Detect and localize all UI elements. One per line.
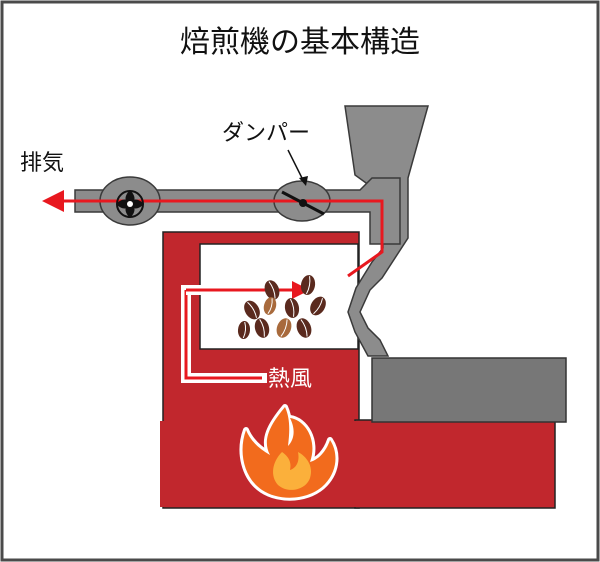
fan-icon <box>116 190 144 218</box>
flame-icon <box>239 404 339 501</box>
coffee-beans-icon <box>237 275 326 339</box>
roaster-base <box>354 419 556 509</box>
damper-pointer <box>287 149 305 183</box>
exhaust-label: 排気 <box>20 151 64 176</box>
cooling-tray <box>371 357 567 423</box>
hot-air-arrow-head <box>292 281 310 299</box>
damper-icon <box>281 190 325 216</box>
exhaust-flow-line <box>60 199 384 278</box>
hot-air-flow-line <box>184 290 262 380</box>
damper-pointer-tip <box>299 176 308 186</box>
hot-air-label: 熱風 <box>268 367 312 392</box>
damper-label: ダンパー <box>222 121 310 146</box>
diagram-title: 焙煎機の基本構造 <box>180 25 420 60</box>
exhaust-arrow-head <box>42 190 64 212</box>
